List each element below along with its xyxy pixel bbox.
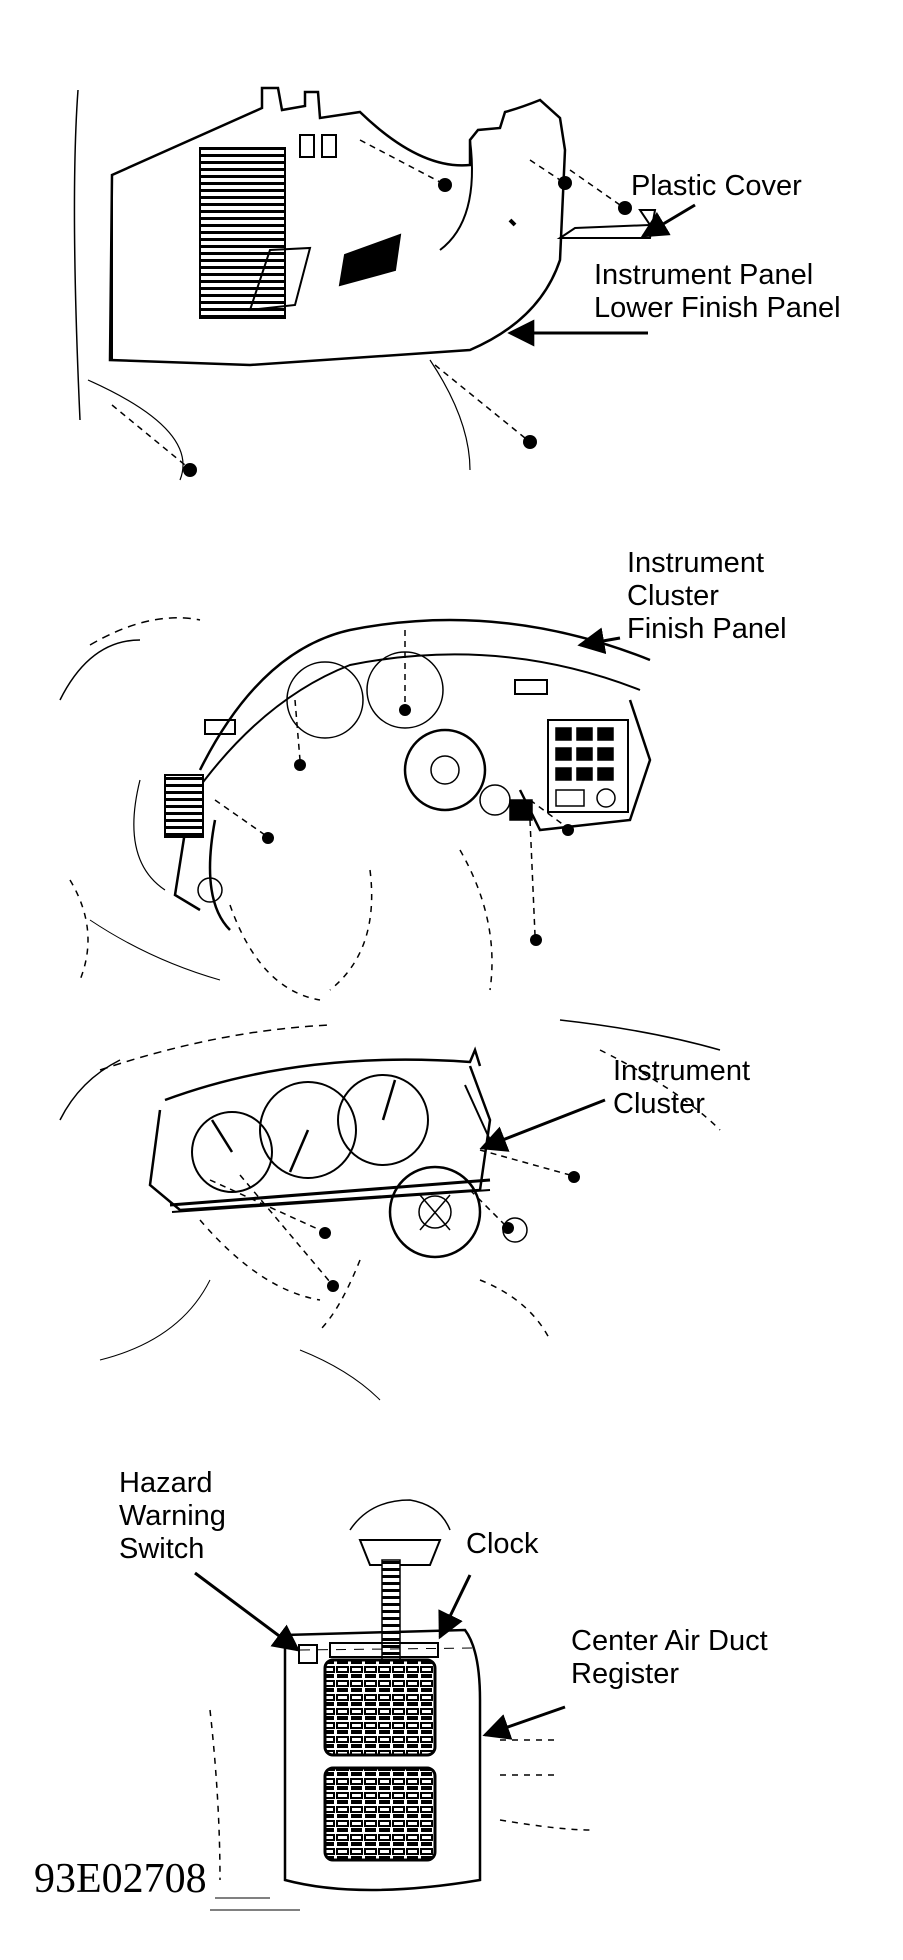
panel-opening [338, 233, 402, 287]
lower-panel-label-line2: Lower Finish Panel [594, 292, 841, 324]
plastic-cover-arrow [640, 203, 696, 238]
plastic-cover-part [556, 209, 657, 239]
control-switch-bank [509, 719, 629, 821]
side-grille [199, 147, 286, 319]
instrument-cluster-arrow [479, 1098, 606, 1152]
instrument-cluster-figure [59, 1019, 721, 1401]
instrument-cluster-label-line2: Cluster [613, 1088, 705, 1120]
lower-panel-label-line1: Instrument Panel [594, 259, 814, 291]
cluster-panel-screws [214, 630, 574, 946]
hazard-switch-arrow [194, 1571, 301, 1652]
cluster-finish-panel-label-line1: Instrument [627, 547, 764, 579]
cluster-finish-panel-arrow [577, 627, 621, 655]
lower-finish-panel-figure [73, 86, 567, 481]
cluster-finish-panel-label-line3: Finish Panel [627, 613, 787, 645]
plastic-cover-label: Plastic Cover [631, 170, 802, 202]
document-id: 93E02708 [34, 1856, 207, 1902]
cluster-finish-panel-figure [59, 617, 652, 1001]
register-label-line1: Center Air Duct [571, 1625, 768, 1657]
hazard-switch-label-line1: Hazard [119, 1467, 213, 1499]
register-label-line2: Register [571, 1658, 679, 1690]
hazard-switch-part [298, 1644, 318, 1664]
cluster-finish-panel-label-line2: Cluster [627, 580, 719, 612]
lower-panel-screws [111, 139, 632, 477]
hazard-switch-label-line3: Switch [119, 1533, 205, 1565]
clock-label: Clock [466, 1528, 539, 1560]
center-register-figure [209, 1499, 591, 1911]
hazard-switch-label-line2: Warning [119, 1500, 226, 1532]
clock-arrow [438, 1574, 472, 1640]
register-arrow [482, 1705, 566, 1740]
instrument-cluster-label-line1: Instrument [613, 1055, 750, 1087]
gauge-needles [210, 1079, 397, 1173]
cluster-screws [209, 1149, 580, 1292]
